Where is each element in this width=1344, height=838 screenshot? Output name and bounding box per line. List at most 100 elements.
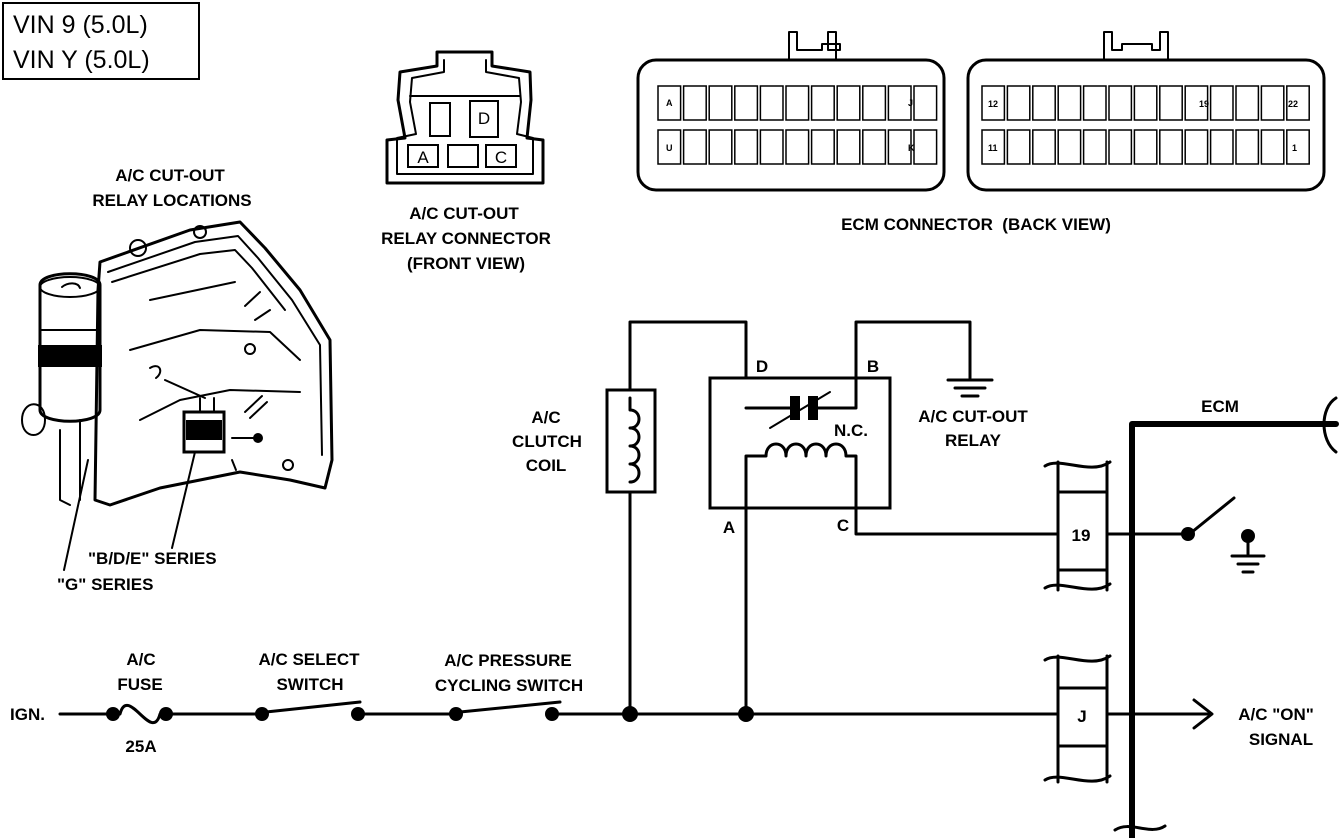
ecm-right-cell [1235,129,1260,165]
schematic: A/C FUSE 25A IGN. A/C SELECT SWITCH A/C … [10,320,1339,838]
ecm-right-cell [1057,85,1082,121]
ecm-right-cell [1209,129,1234,165]
relay-connector-caption-2: RELAY CONNECTOR [381,229,551,248]
ecm-right-cell [1108,85,1133,121]
ac-pressure-cycling-switch-symbol [449,700,562,721]
ecm-right-cell [1108,129,1133,165]
ecm-left-cell [862,85,887,121]
bde-series-label: "B/D/E" SERIES [88,549,217,568]
ecm-right-cell [1286,85,1310,121]
ac-select-switch-symbol [255,700,365,721]
ecm-left-cell [708,85,733,121]
ecm-pin-j-label: J [1077,707,1086,726]
ecm-right-pin-19: 19 [1199,99,1209,109]
ecm-left-cell [862,129,887,165]
ecm-connector-right: 12 19 22 11 1 [966,31,1326,192]
ecm-left-cell [708,129,733,165]
ecm-left-cell [913,129,938,165]
g-series-label: "G" SERIES [57,575,153,594]
relay-locations-illustration: A/C CUT-OUT RELAY LOCATIONS [21,166,334,594]
relay-connector-pin-d: D [478,109,490,128]
ecm-left-pin-u: U [666,143,673,153]
ecm-pin-19-connector [1043,460,1112,592]
ecm-left-cell [682,129,707,165]
ecm-right-cell [1057,129,1082,165]
relay-locations-title-2: RELAY LOCATIONS [92,191,251,210]
relay-locations-title-1: A/C CUT-OUT [115,166,225,185]
ac-clutch-coil-symbol [605,388,657,494]
ecm-left-cell [657,85,682,121]
ecm-left-pin-j: J [908,98,913,108]
vin-box: VIN 9 (5.0L) VIN Y (5.0L) [2,2,200,80]
ecm-right-cell [1032,129,1056,165]
ecm-label: ECM [1201,397,1239,416]
ecm-left-cell [810,85,835,121]
relay-pin-a: A [723,518,735,537]
ecm-left-cell [759,85,784,121]
ecm-left-cell [682,85,707,121]
on-signal-label-2: SIGNAL [1249,730,1313,749]
relay-connector-caption-3: (FRONT VIEW) [407,254,525,273]
ecm-right-cell [1184,129,1209,165]
ecm-left-cell [836,85,861,121]
ecm-right-pin-12: 12 [988,99,998,109]
ecm-right-cell [1235,85,1260,121]
relay-connector-front-view: D A C A/C CUT-OUT RELAY CONNECTOR (FRONT… [381,50,551,273]
on-signal-label-1: A/C "ON" [1238,705,1314,724]
ecm-right-cell [1184,85,1209,121]
fuse-label-1: A/C [126,650,155,669]
ecm-left-cell [913,85,938,121]
ecm-right-cell [1082,129,1107,165]
ecm-left-cell [759,129,784,165]
fuse-label-2: FUSE [117,675,162,694]
ecm-right-cell [1032,85,1056,121]
ecm-left-pin-a: A [666,98,673,108]
clutch-coil-label-2: CLUTCH [512,432,582,451]
ecm-left-cell [810,129,835,165]
ecm-right-cell [1159,85,1183,121]
ecm-connector-caption: ECM CONNECTOR (BACK VIEW) [841,215,1111,234]
ecm-left-cell [657,129,682,165]
ecm-left-cell [836,129,861,165]
ecm-left-cell [734,85,759,121]
ecm-right-cell [981,129,1006,165]
relay-pin-b: B [867,357,879,376]
ac-cutout-relay-symbol [708,320,1060,716]
pressure-switch-label-1: A/C PRESSURE [444,651,572,670]
ac-fuse-symbol [106,704,173,724]
ecm-right-pin-11: 11 [988,143,998,153]
relay-label-1: A/C CUT-OUT [918,407,1028,426]
ecm-right-pin-1: 1 [1292,143,1297,153]
fuse-rating: 25A [125,737,156,756]
ecm-right-cell [1209,85,1234,121]
relay-pin-c: C [837,516,849,535]
ecm-left-cell [887,85,912,121]
ecm-right-cell [981,85,1006,121]
vin-line-2: VIN Y (5.0L) [13,46,150,74]
ecm-right-cell [1133,85,1158,121]
ign-label: IGN. [10,705,45,724]
ecm-right-cell [1260,129,1285,165]
relay-label-2: RELAY [945,431,1002,450]
relay-connector-caption-1: A/C CUT-OUT [409,204,519,223]
ecm-pin-j-connector [1043,654,1112,784]
clutch-coil-label-3: COIL [526,456,567,475]
ecm-connector-left: A J U K [636,31,946,192]
ecm-left-cell [785,85,810,121]
ecm-right-cell [1260,85,1285,121]
ecm-left-cell [887,129,912,165]
select-switch-label-1: A/C SELECT [258,650,360,669]
ecm-right-cell [1159,129,1183,165]
relay-connector-pin-a: A [417,148,429,167]
select-switch-label-2: SWITCH [276,675,343,694]
relay-connector-pin-c: C [495,148,507,167]
ecm-right-cell [1006,129,1031,165]
ecm-left-pin-k: K [908,143,915,153]
ecm-right-pin-22: 22 [1288,99,1298,109]
clutch-coil-label-1: A/C [531,408,560,427]
relay-pin-d: D [756,357,768,376]
vin-line-1: VIN 9 (5.0L) [13,11,148,39]
ecm-left-cells [657,85,938,165]
ecm-right-cell [1286,129,1310,165]
ecm-left-cell [785,129,810,165]
